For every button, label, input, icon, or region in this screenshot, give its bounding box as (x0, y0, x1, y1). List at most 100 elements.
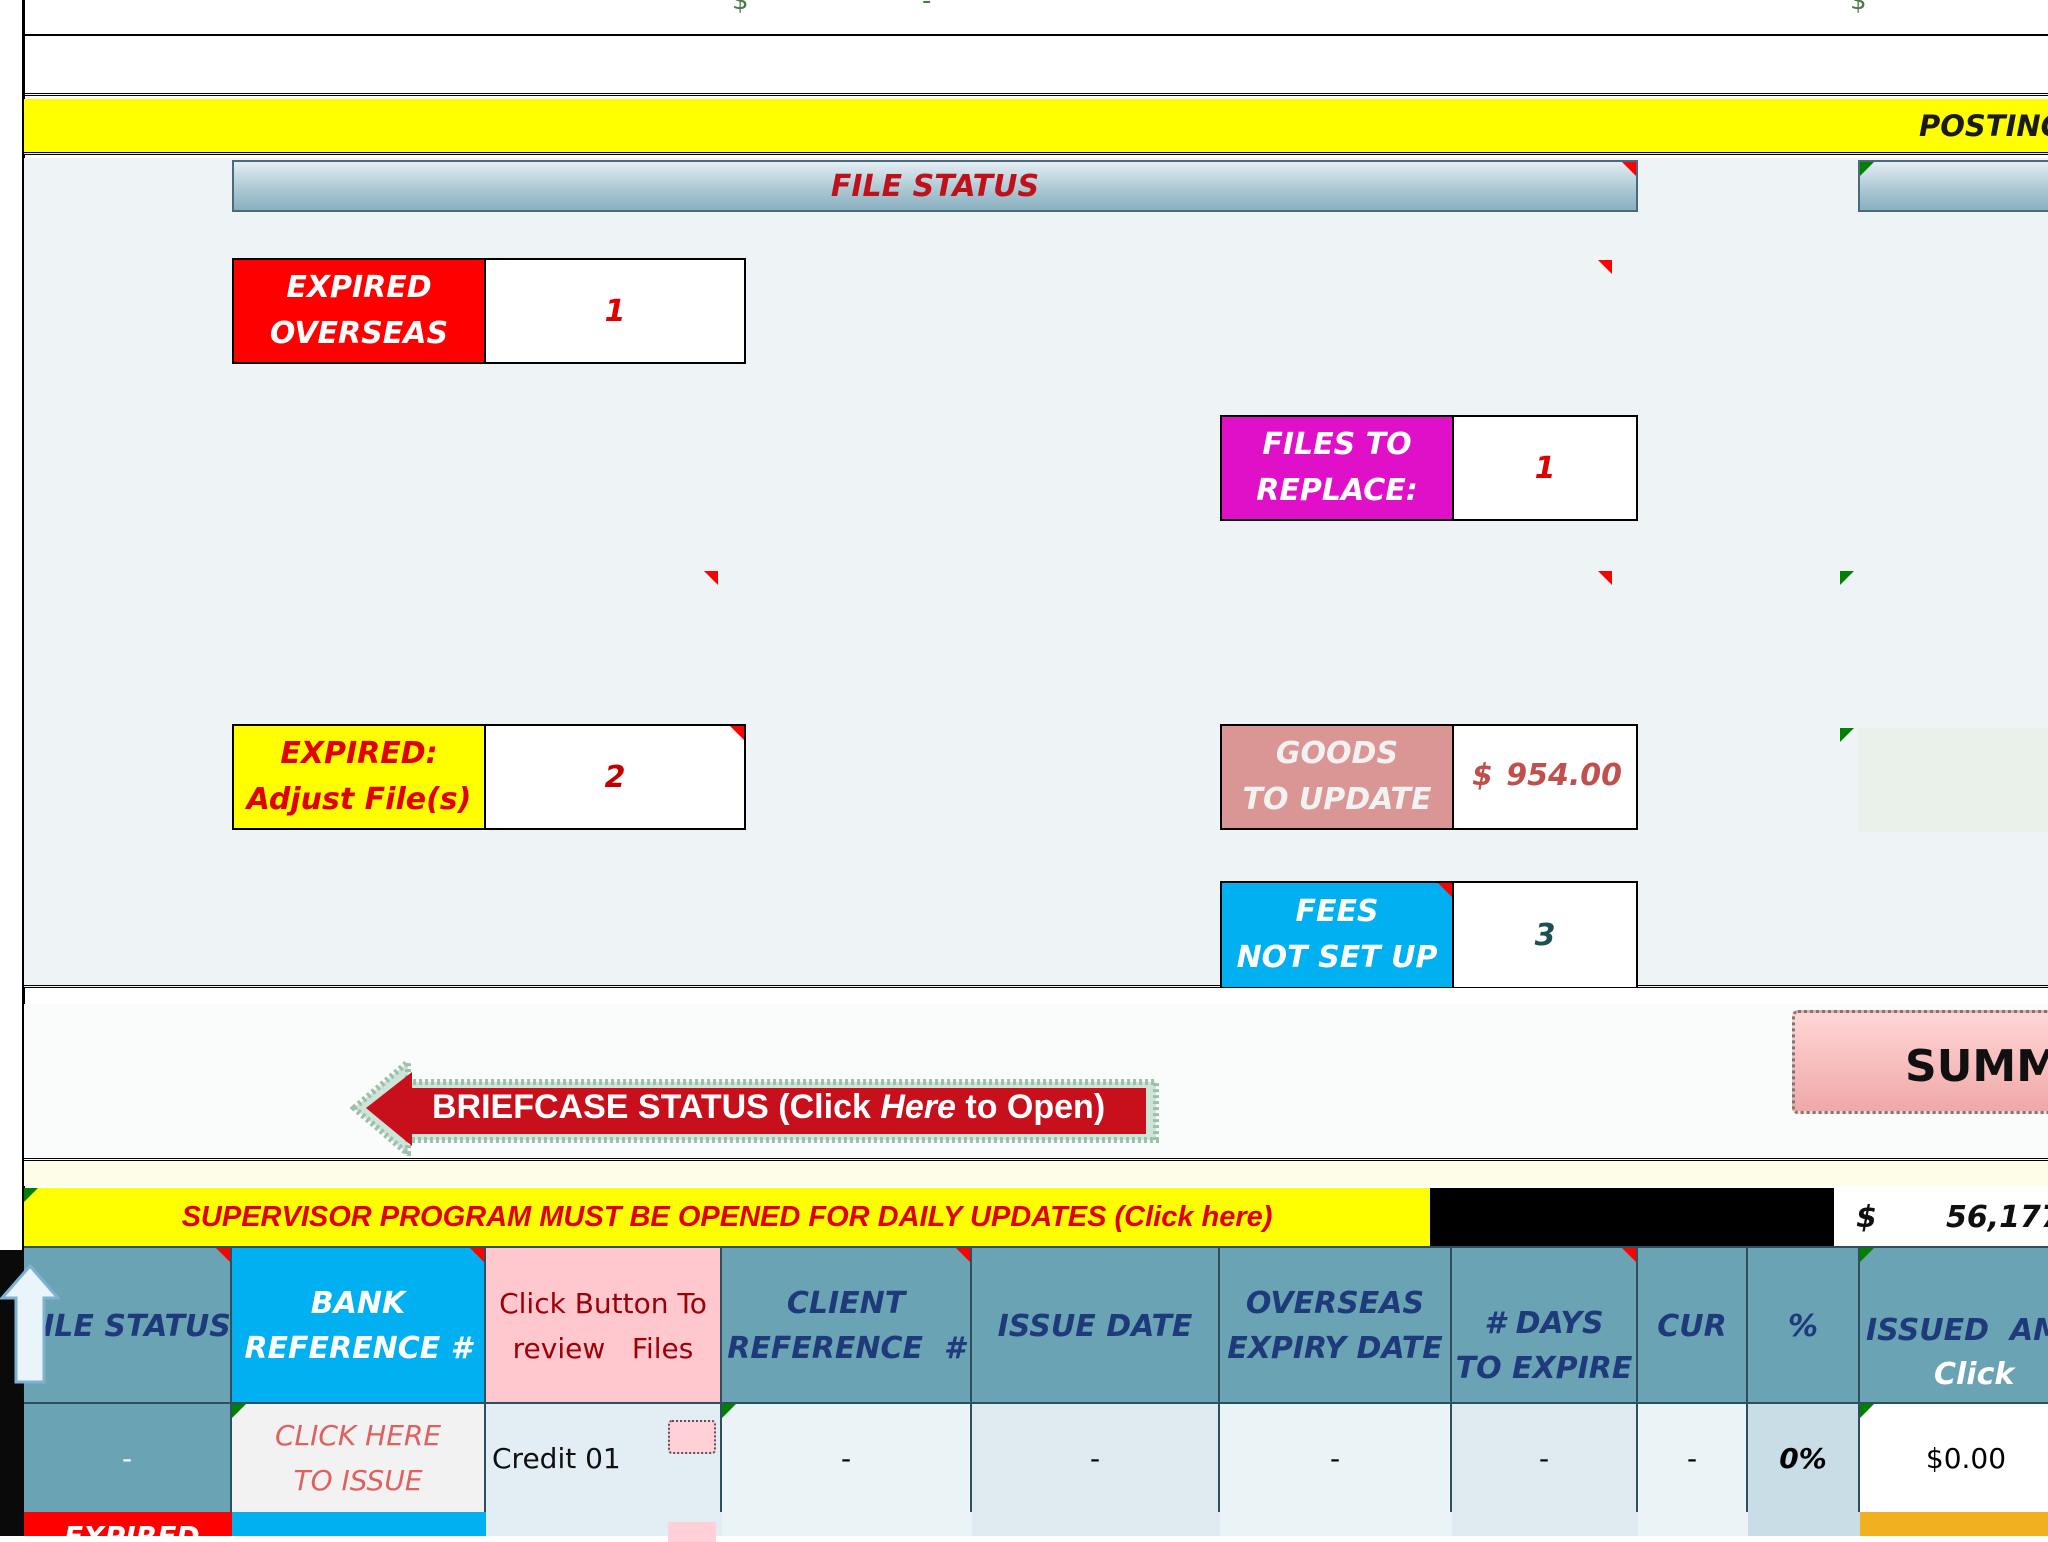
summary-button[interactable]: SUMMA (1792, 1010, 2048, 1114)
row1-client-ref[interactable]: - (722, 1404, 972, 1512)
col-issue-text: ISSUE DATE (997, 1308, 1193, 1344)
briefcase-status-button[interactable]: BRIEFCASE STATUS (Click Here to Open) (350, 1060, 1160, 1156)
files-to-replace-label[interactable]: FILES TO REPLACE: (1220, 415, 1454, 521)
light-green-cell (1858, 728, 2048, 832)
comment-marker-icon (232, 1404, 246, 1418)
row2-client-cell[interactable] (722, 1512, 972, 1536)
row1-pct-text: 0% (1779, 1441, 1827, 1475)
col-cur-text: CUR (1657, 1308, 1727, 1344)
expired-overseas-label[interactable]: EXPIRED OVERSEAS (232, 258, 486, 364)
row2-amount-cell[interactable] (1860, 1512, 2048, 1536)
expired-adjust-label[interactable]: EXPIRED: Adjust File(s) (232, 724, 486, 830)
comment-marker-icon (216, 1248, 230, 1262)
top-row: $ - $ (22, 0, 2048, 36)
comment-marker-icon (704, 571, 718, 585)
row2-cur-cell[interactable] (1638, 1512, 1748, 1536)
col-overseas-line1: OVERSEAS (1245, 1286, 1425, 1321)
supervisor-banner[interactable]: SUPERVISOR PROGRAM MUST BE OPENED FOR DA… (24, 1188, 1430, 1246)
total-dollar: $ (1856, 1200, 1877, 1235)
button-area: SUMMA BRIEFCASE STATUS (Click Here to Op… (24, 1004, 2048, 1158)
row1-pct[interactable]: 0% (1748, 1404, 1860, 1512)
comment-marker-icon (470, 1248, 484, 1262)
row1-overseas-text: - (1329, 1441, 1341, 1475)
row1-issue-date-text: - (1089, 1441, 1101, 1475)
fees-line2: NOT SET UP (1236, 940, 1438, 975)
row1-issue-date[interactable]: - (972, 1404, 1220, 1512)
goods-amount: 954.00 (1506, 758, 1622, 793)
col-cur[interactable]: CUR (1638, 1248, 1748, 1404)
comment-marker-icon (956, 1248, 970, 1262)
col-file-status[interactable]: ILE STATUS (24, 1248, 232, 1404)
comment-marker-icon (1840, 571, 1854, 585)
row1-credit-cell[interactable]: Credit 01 (486, 1404, 722, 1512)
col-days-to-expire[interactable]: # DAYS TO EXPIRE (1452, 1248, 1638, 1404)
col-bank-line1: BANK (310, 1286, 406, 1321)
row2-pct-cell[interactable] (1748, 1512, 1860, 1536)
row1-issued-amount[interactable]: $0.00 (1860, 1404, 2048, 1512)
row2-overseas-cell[interactable] (1220, 1512, 1452, 1536)
table-row: EXPIRED (24, 1512, 2048, 1542)
row1-click-here-to-issue[interactable]: CLICK HERE TO ISSUE (232, 1404, 486, 1512)
row1-review-button[interactable] (668, 1420, 716, 1454)
col-pct-text: % (1787, 1308, 1819, 1344)
expired-overseas-label-text: EXPIRED OVERSEAS (269, 270, 449, 351)
goods-line1: GOODS (1275, 736, 1399, 771)
goods-line2: TO UPDATE (1242, 782, 1432, 817)
goods-to-update-label[interactable]: GOODS TO UPDATE (1220, 724, 1454, 830)
row1-days-to-expire[interactable]: - (1452, 1404, 1638, 1512)
briefcase-label-part3: to Open) (955, 1088, 1106, 1126)
row2-bank-cell[interactable] (232, 1512, 486, 1536)
supervisor-banner-text: SUPERVISOR PROGRAM MUST BE OPENED FOR DA… (181, 1200, 1273, 1233)
row1-cur[interactable]: - (1638, 1404, 1748, 1512)
expired-overseas-count: 1 (604, 293, 626, 329)
col-issue-date[interactable]: ISSUE DATE (972, 1248, 1220, 1404)
table-header: ILE STATUS BANK REFERENCE # Click Button… (24, 1246, 2048, 1437)
posting-banner[interactable]: POSTING (24, 99, 2048, 155)
comment-marker-icon (1598, 571, 1612, 585)
fees-not-set-up-label[interactable]: FEES NOT SET UP (1220, 881, 1454, 987)
comment-marker-icon (24, 1188, 38, 1202)
col-client-line1: CLIENT (786, 1286, 906, 1321)
comment-marker-icon (1860, 1248, 1874, 1262)
expired-adjust-value[interactable]: 2 (484, 724, 746, 830)
row1-file-status-text: - (121, 1441, 133, 1475)
posting-label: POSTING (1919, 109, 2048, 143)
col-click-button[interactable]: Click Button To review Files (486, 1248, 722, 1404)
row2-file-status-text: EXPIRED (64, 1520, 200, 1536)
row2-review-button[interactable] (668, 1522, 716, 1542)
row1-file-status[interactable]: - (24, 1404, 232, 1512)
comment-marker-icon (730, 726, 744, 740)
col-pct[interactable]: % (1748, 1248, 1860, 1404)
row2-file-status[interactable]: EXPIRED (24, 1512, 232, 1536)
col-overseas-expiry[interactable]: OVERSEAS EXPIRY DATE (1220, 1248, 1452, 1404)
total-value: 56,177 (1946, 1200, 2048, 1235)
fees-count: 3 (1534, 917, 1556, 953)
row2-credit-cell[interactable] (486, 1512, 722, 1542)
col-bank-line2: REFERENCE # (244, 1331, 472, 1366)
col-file-status-text: ILE STATUS (43, 1308, 231, 1344)
comment-marker-icon (1860, 162, 1874, 176)
col-client-reference[interactable]: CLIENT REFERENCE # (722, 1248, 972, 1404)
row2-issue-cell[interactable] (972, 1512, 1220, 1536)
file-status-panel: FILE STATUS EXPIRED OVERSEAS 1 FILES TO … (24, 158, 2048, 988)
expired-adjust-line1: EXPIRED: (280, 736, 438, 771)
row2-days-cell[interactable] (1452, 1512, 1638, 1536)
expired-overseas-value[interactable]: 1 (484, 258, 746, 364)
row1-overseas-expiry[interactable]: - (1220, 1404, 1452, 1512)
comment-marker-icon (1840, 728, 1854, 742)
goods-to-update-value[interactable]: $ 954.00 (1452, 724, 1638, 830)
goods-dollar: $ (1472, 758, 1493, 793)
fees-not-set-up-value[interactable]: 3 (1452, 881, 1638, 987)
col-bank-reference[interactable]: BANK REFERENCE # (232, 1248, 486, 1404)
black-cell (1430, 1188, 1834, 1246)
up-arrow-icon[interactable] (0, 1262, 60, 1392)
right-title-bar (1858, 160, 2048, 212)
files-to-replace-count: 1 (1534, 450, 1556, 486)
comment-marker-icon (1622, 1248, 1636, 1262)
col-issued-amount[interactable]: ISSUED AMOU Click cell (1860, 1248, 2048, 1437)
col-overseas-line2: EXPIRY DATE (1227, 1331, 1443, 1366)
files-to-replace-value[interactable]: 1 (1452, 415, 1638, 521)
row1-cur-text: - (1686, 1441, 1698, 1475)
top-dollar-1: $ (732, 0, 749, 16)
comment-marker-icon (1598, 260, 1612, 274)
